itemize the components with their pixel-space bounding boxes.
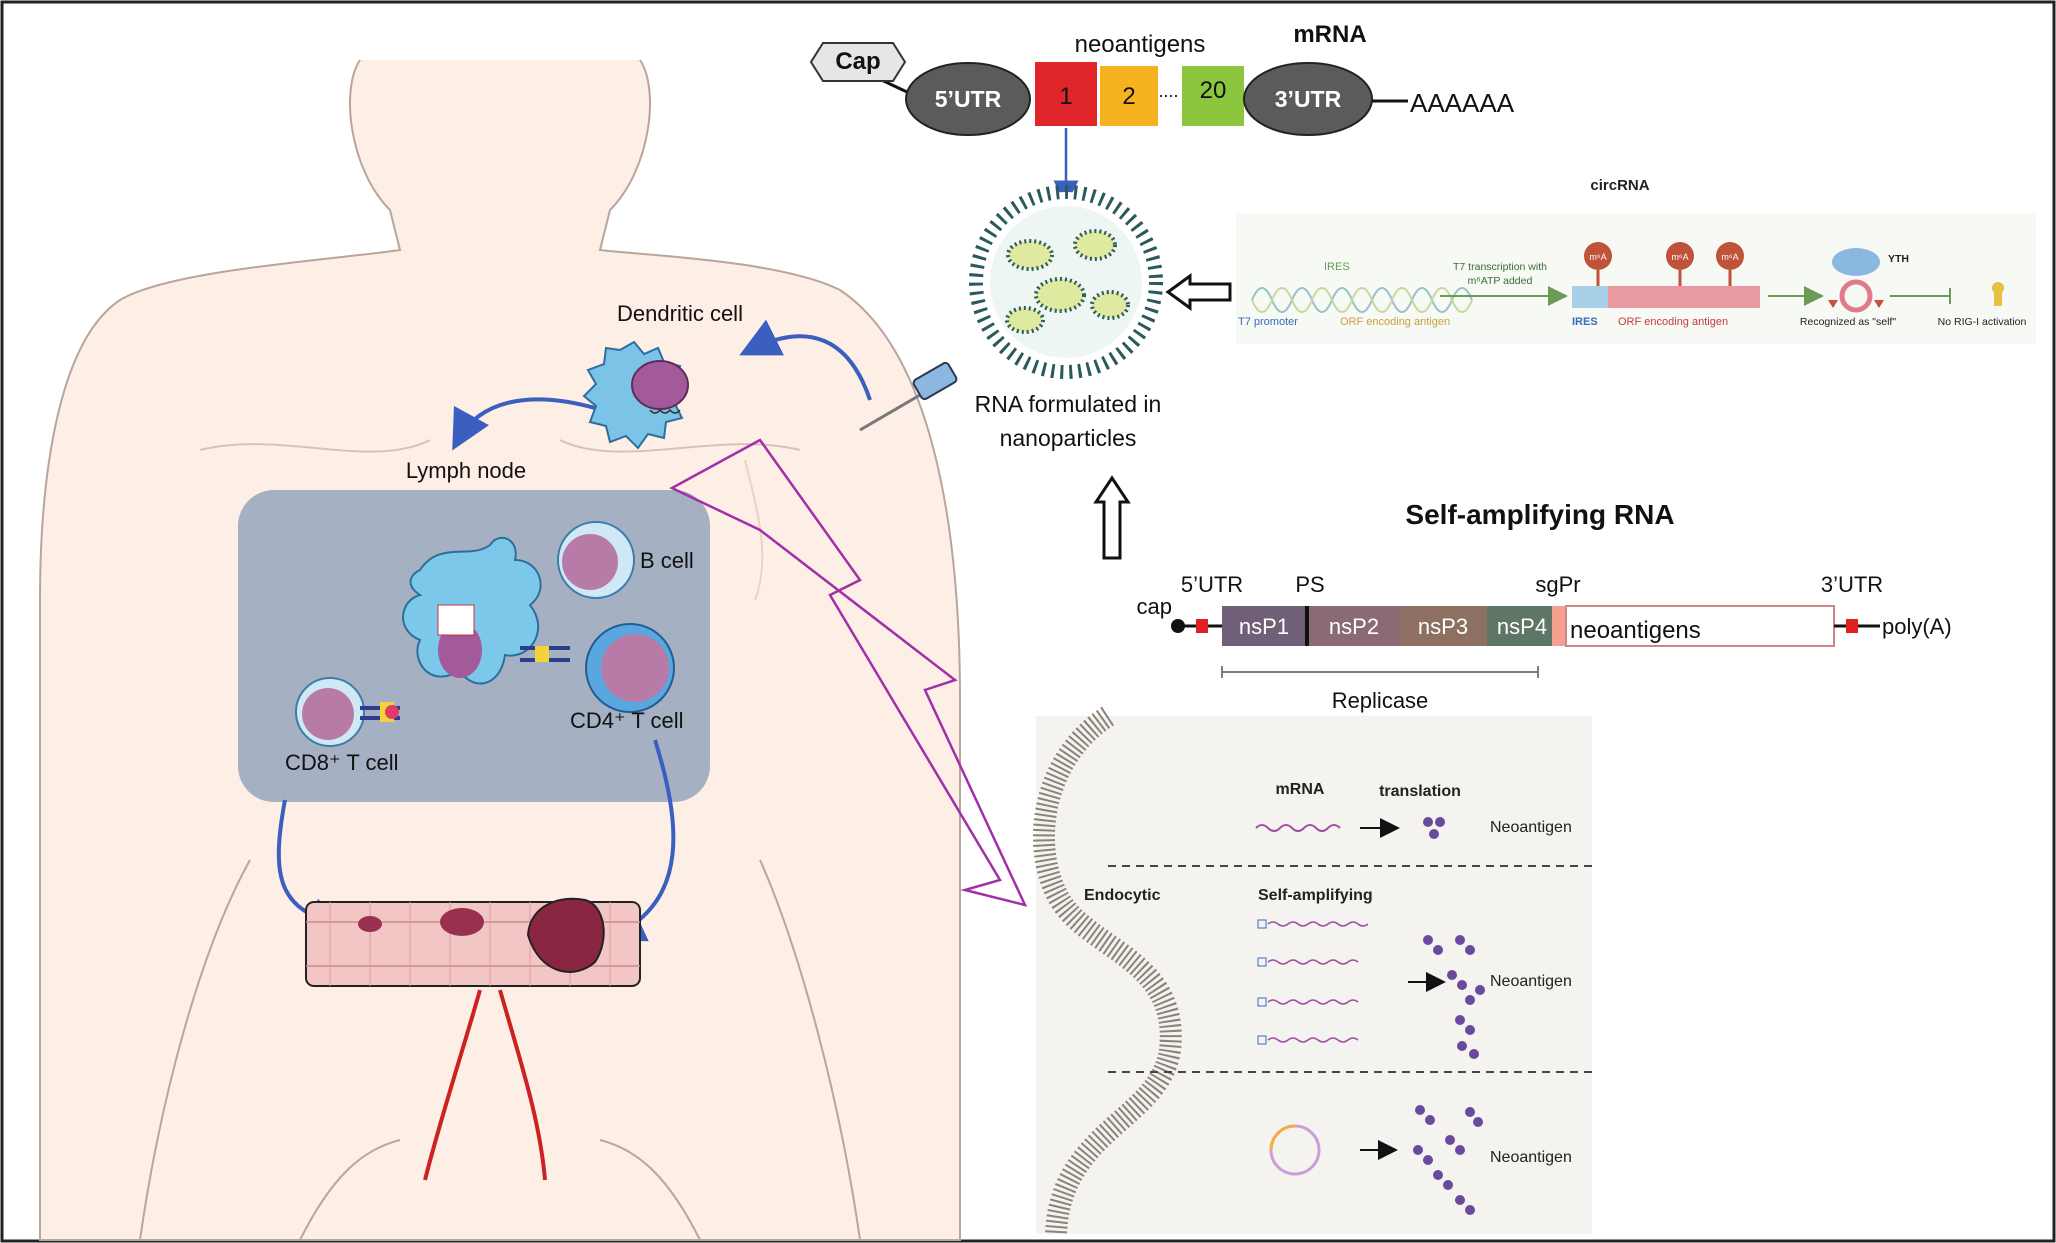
cell-membrane xyxy=(1033,706,1182,1235)
b-cell-icon xyxy=(557,521,635,599)
panel-mrna-label: mRNA xyxy=(1276,781,1325,798)
no-rig-label: No RIG-I activation xyxy=(1938,316,2027,328)
lightning-connector xyxy=(669,438,1028,907)
t7-step-line1: T7 transcription with xyxy=(1453,261,1547,273)
nanoparticle-label-line1: RNA formulated in xyxy=(975,391,1162,417)
panel-neoantigen-3: Neoantigen xyxy=(1490,1149,1572,1166)
orf-bar-label: ORF encoding antigen xyxy=(1618,316,1728,328)
mrna-construct xyxy=(809,42,1408,136)
neoantigen-protein-icon xyxy=(1423,817,1445,839)
dendritic-cell-icon xyxy=(582,340,689,450)
sarna-cap-label: cap xyxy=(1137,594,1172,619)
arrow-sarna-to-np xyxy=(1093,475,1131,560)
neoantigen-seg-1 xyxy=(1035,62,1097,126)
nanoparticle-label-line2: nanoparticles xyxy=(1000,425,1137,451)
nsp3-label: nsP3 xyxy=(1418,614,1468,639)
yth-protein-icon xyxy=(1828,248,1884,313)
intestine-tumor-icon xyxy=(305,897,641,987)
mrna-title: mRNA xyxy=(1293,21,1366,48)
m6a-label-2: m⁶A xyxy=(1671,252,1688,262)
sarna-ps-label: PS xyxy=(1295,572,1324,597)
neoantigen-cluster-icon-2 xyxy=(1423,935,1485,1059)
polya-label: AAAAAA xyxy=(1410,88,1515,118)
sarna-utr3-label: 3’UTR xyxy=(1821,572,1883,597)
m6a-label-3: m⁶A xyxy=(1721,252,1738,262)
panel-translation-label: translation xyxy=(1379,783,1461,800)
syringe-icon xyxy=(859,361,958,432)
utr5-label: 5’UTR xyxy=(935,86,1002,112)
panel-selfamp-label: Self-amplifying xyxy=(1258,887,1373,904)
sarna-sgpr-label: sgPr xyxy=(1535,572,1580,597)
blood-vessel-left xyxy=(423,989,482,1181)
nsp1-label: nsP1 xyxy=(1239,614,1289,639)
cell-panel xyxy=(1036,716,1592,1234)
sarna-title: Self-amplifying RNA xyxy=(1405,499,1674,530)
nsp4-label: nsP4 xyxy=(1497,614,1547,639)
yth-label: YTH xyxy=(1888,253,1909,265)
neoantigen-seg-20 xyxy=(1182,66,1244,126)
recognized-label: Recognized as "self" xyxy=(1800,316,1896,328)
panel-neoantigen-1: Neoantigen xyxy=(1490,819,1572,836)
panel-endocytic-label: Endocytic xyxy=(1084,887,1161,904)
arrow-injection-to-dc xyxy=(739,319,872,401)
sarna-polya-label: poly(A) xyxy=(1882,614,1952,639)
lymph-node-label: Lymph node xyxy=(406,458,526,483)
ires-bar-label: IRES xyxy=(1572,316,1598,328)
cd8-t-cell-icon xyxy=(295,677,400,747)
cd4-t-cell-icon xyxy=(520,623,675,713)
seg-1-label: 1 xyxy=(1059,83,1072,110)
panel-neoantigen-2: Neoantigen xyxy=(1490,973,1572,990)
t7-step-line2: m⁶ATP added xyxy=(1468,275,1533,287)
utr5-shape xyxy=(905,62,1031,136)
mrna-strand-icon xyxy=(1255,824,1341,832)
ires-top-label: IRES xyxy=(1324,261,1350,273)
nsp2-label: nsP2 xyxy=(1329,614,1379,639)
sarna-construct xyxy=(1171,605,1880,678)
seg-2-label: 2 xyxy=(1122,83,1135,110)
orf-left-label: ORF encoding antigen xyxy=(1340,316,1450,328)
cd4-t-cell-label: CD4⁺ T cell xyxy=(570,708,684,733)
activated-dendritic-cell-icon xyxy=(402,536,542,685)
cd8-t-cell-label: CD8⁺ T cell xyxy=(285,750,399,775)
cap-label: Cap xyxy=(835,48,880,75)
arrow-dc-to-lymph xyxy=(452,397,596,451)
b-cell-label: B cell xyxy=(640,548,694,573)
lipid-nanoparticle-icon xyxy=(969,185,1163,379)
circular-rna-ires-arc xyxy=(1269,1124,1296,1151)
seg-20-label: 20 xyxy=(1200,77,1227,104)
arrow-circrna-to-np xyxy=(1165,273,1232,311)
sarna-utr5-label: 5’UTR xyxy=(1181,572,1243,597)
sarna-neoantigens-label: neoantigens xyxy=(1570,617,1701,644)
circrna-panel xyxy=(1236,214,2036,344)
t7-promoter-label: T7 promoter xyxy=(1238,316,1298,328)
blood-vessel-right xyxy=(498,989,547,1181)
circrna-bar xyxy=(1572,242,1760,308)
neoantigen-seg-2 xyxy=(1100,66,1158,126)
dendritic-cell-label: Dendritic cell xyxy=(617,301,743,326)
dna-helix-icon xyxy=(1251,287,1473,313)
m6a-label-1: m⁶A xyxy=(1589,252,1606,262)
utr3-label: 3’UTR xyxy=(1275,86,1342,112)
circrna-title: circRNA xyxy=(1590,177,1649,194)
neoantigen-cluster-icon-3 xyxy=(1413,1105,1483,1215)
sarna-strands-icon xyxy=(1257,919,1369,1045)
rig-i-icon xyxy=(1992,282,2004,306)
neoantigens-label: neoantigens xyxy=(1075,31,1206,58)
utr3-shape xyxy=(1243,62,1373,136)
cap-shape xyxy=(809,42,907,82)
replicase-label: Replicase xyxy=(1332,688,1429,713)
